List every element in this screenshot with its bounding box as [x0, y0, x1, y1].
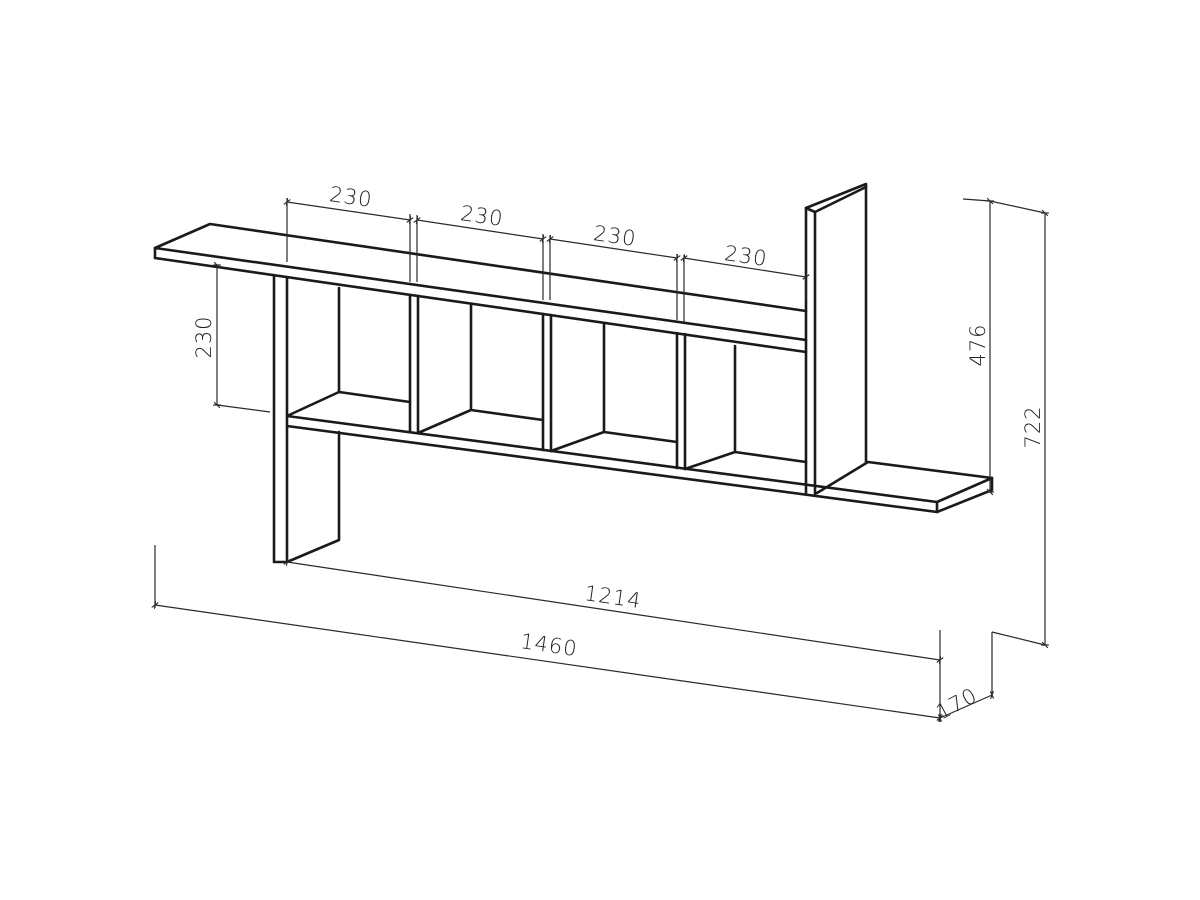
dimension-lines — [151, 197, 1049, 723]
compartment-2 — [416, 303, 545, 435]
divider-2 — [541, 312, 553, 453]
compartment-3 — [549, 321, 679, 453]
dim-label-width-2: 230 — [459, 201, 505, 231]
dim-label-total-length: 1460 — [519, 629, 579, 661]
compartment-4 — [683, 344, 808, 471]
dim-label-total-height: 722 — [1021, 405, 1045, 448]
dim-label-width-1: 230 — [328, 182, 374, 212]
dim-label-compartment-height: 230 — [192, 315, 216, 358]
bottom-shelf — [285, 414, 994, 514]
right-upright — [804, 182, 868, 496]
dim-label-upright-height: 476 — [966, 323, 990, 366]
dim-label-width-4: 230 — [723, 241, 769, 271]
divider-1 — [408, 293, 420, 435]
compartment-1 — [285, 390, 412, 418]
divider-3 — [675, 331, 687, 471]
top-shelf — [153, 222, 808, 354]
